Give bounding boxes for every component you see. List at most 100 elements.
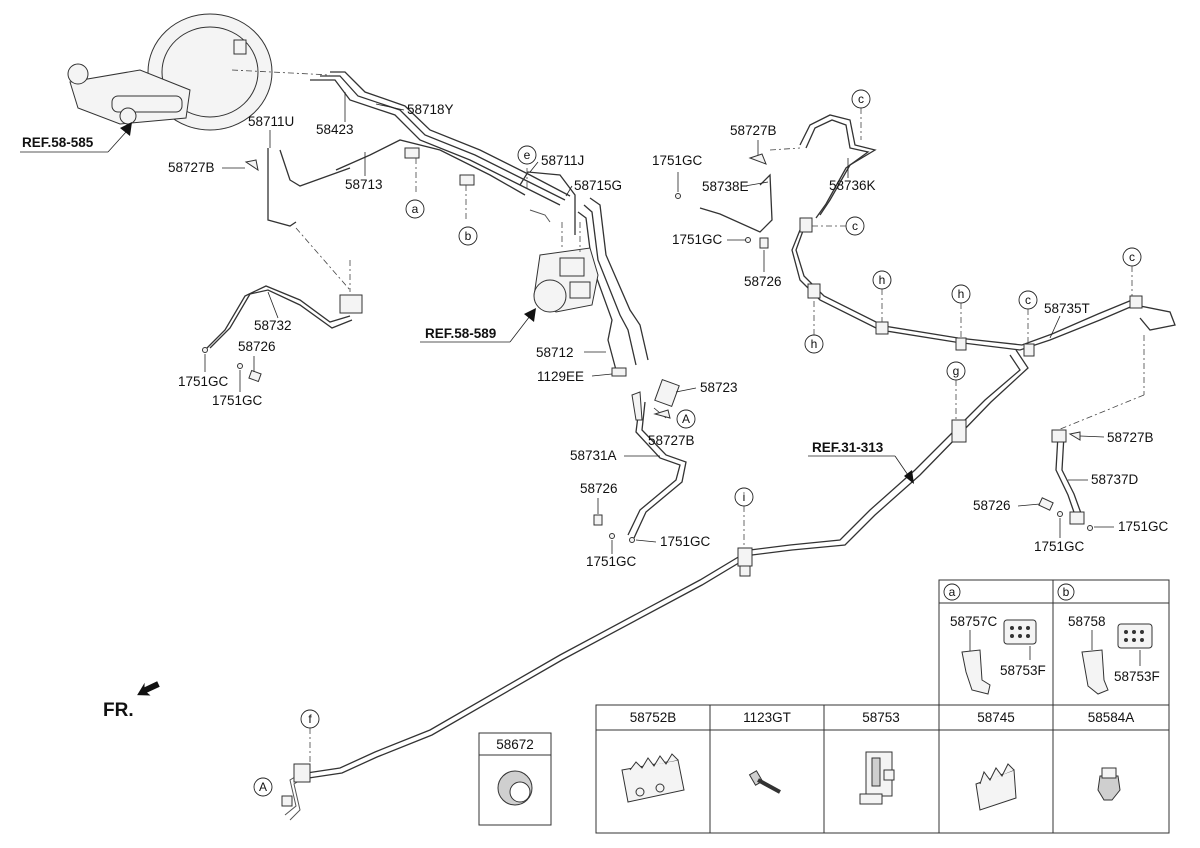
diagram-text: FR.: [103, 700, 134, 721]
long-rear-brake-line: [281, 547, 753, 821]
callout-letter: h: [958, 287, 965, 301]
front-left-hose: [202, 227, 363, 383]
table-header: 58753: [862, 710, 900, 725]
part-number-label: 58715G: [574, 178, 622, 193]
callout-h-3: h: [804, 300, 824, 354]
part-number-label: 58726: [973, 498, 1011, 513]
callout-letter: A: [259, 780, 267, 794]
callout-A-2: A: [253, 777, 273, 797]
detail-box-b: b 58758 58753F: [1052, 579, 1170, 706]
part-number-label: 58727B: [648, 433, 695, 448]
callout-letter: g: [953, 364, 960, 378]
callout-g: g: [946, 361, 966, 420]
detail-part-label: 58757C: [950, 614, 998, 629]
cap-58584A-illustration: [1097, 767, 1121, 801]
part-number-label: 1751GC: [672, 232, 723, 247]
callout-b: b: [458, 226, 478, 246]
part-number-label: 58736K: [829, 178, 876, 193]
bolt-1123GT-illustration: [748, 770, 781, 794]
part-number-label: 58732: [254, 318, 292, 333]
callout-letter: A: [682, 412, 690, 426]
callout-letter: i: [743, 490, 746, 504]
reference-label: REF.58-589: [425, 326, 496, 341]
connector-58753-illustration: [859, 751, 895, 805]
callout-letter: c: [1129, 250, 1135, 264]
front-right-hose: [593, 367, 687, 543]
part-number-label: 1751GC: [212, 393, 263, 408]
part-number-label: 1751GC: [660, 534, 711, 549]
callout-e: e: [517, 145, 537, 165]
abs-modulator: [533, 222, 599, 313]
callout-A-1: A: [676, 409, 696, 429]
callout-letter: c: [852, 219, 858, 233]
reference-label: REF.31-313: [812, 440, 884, 455]
table-header: 58584A: [1088, 710, 1135, 725]
parts-table: 58752B 1123GT 58753 58745 58584A: [595, 704, 1170, 834]
ref-label-58-585: REF.58-585: [20, 122, 132, 153]
callout-f: f: [300, 709, 320, 764]
detail-part-label: 58758: [1068, 614, 1106, 629]
grommet-part-box: 58672: [478, 732, 552, 826]
front-direction-indicator: FR.: [103, 681, 160, 721]
callout-letter: c: [1025, 293, 1031, 307]
part-number-label: 58726: [238, 339, 276, 354]
callout-c-1: c: [851, 89, 871, 140]
part-number-label: 58727B: [730, 123, 777, 138]
part-number-label: 58713: [345, 177, 383, 192]
part-number-label: 1751GC: [586, 554, 637, 569]
part-number-label: 1129EE: [537, 369, 584, 384]
part-number-label: 1751GC: [1034, 539, 1085, 554]
part-number-label: 58738E: [702, 179, 749, 194]
ref-label-31-313: REF.31-313: [808, 440, 914, 484]
diagram-text: 58672: [496, 737, 534, 752]
callout-c-4: c: [1018, 290, 1038, 344]
callout-h-1: h: [872, 270, 892, 322]
part-number-label: 58737D: [1091, 472, 1139, 487]
part-number-label: 58731A: [570, 448, 617, 463]
part-number-label: 58726: [580, 481, 618, 496]
part-number-label: 58712: [536, 345, 574, 360]
part-number-label: 58718Y: [407, 102, 454, 117]
callout-h-2: h: [951, 284, 971, 338]
callout-c-2: c: [812, 216, 865, 236]
detail-part-label: b: [1063, 585, 1070, 599]
part-number-label: 58735T: [1044, 301, 1090, 316]
part-number-label: 1751GC: [178, 374, 229, 389]
brake-booster-assembly: [67, 13, 331, 131]
part-number-label: 58723: [700, 380, 738, 395]
callout-letter: b: [465, 229, 472, 243]
rear-upper-lines: [675, 114, 1176, 556]
callout-markers: a b e c c c c: [253, 89, 1142, 797]
callout-letter: h: [811, 337, 818, 351]
part-number-label: 58727B: [168, 160, 215, 175]
part-number-label: 58711U: [248, 114, 294, 129]
rear-right-hose: [1038, 429, 1093, 531]
callout-a: a: [405, 199, 425, 219]
callout-letter: f: [308, 712, 312, 726]
part-number-label: 1751GC: [1118, 519, 1169, 534]
callout-letter: c: [858, 92, 864, 106]
detail-part-label: 58753F: [1114, 669, 1160, 684]
clip-58752B-illustration: [621, 753, 685, 803]
part-number-label: 1751GC: [652, 153, 703, 168]
detail-part-label: a: [949, 585, 956, 599]
table-header: 1123GT: [743, 710, 791, 725]
table-header: 58745: [977, 710, 1015, 725]
callout-c-3: c: [1122, 247, 1142, 296]
part-number-label: 58423: [316, 122, 354, 137]
ref-label-58-589: REF.58-589: [420, 308, 536, 343]
front-brake-lines: [267, 71, 649, 371]
callout-letter: h: [879, 273, 886, 287]
clip-58745-illustration: [975, 763, 1017, 811]
callout-letter: e: [524, 148, 531, 162]
detail-part-label: 58753F: [1000, 663, 1046, 678]
callout-i: i: [734, 487, 754, 548]
table-header: 58752B: [630, 710, 677, 725]
part-labels: 58711U 58423 58718Y 58727B 58713 58711J …: [168, 92, 1169, 569]
callout-letter: a: [412, 202, 419, 216]
reference-label: REF.58-585: [22, 135, 94, 150]
part-number-label: 58711J: [541, 153, 584, 168]
part-number-label: 58727B: [1107, 430, 1154, 445]
part-number-label: 58726: [744, 274, 782, 289]
